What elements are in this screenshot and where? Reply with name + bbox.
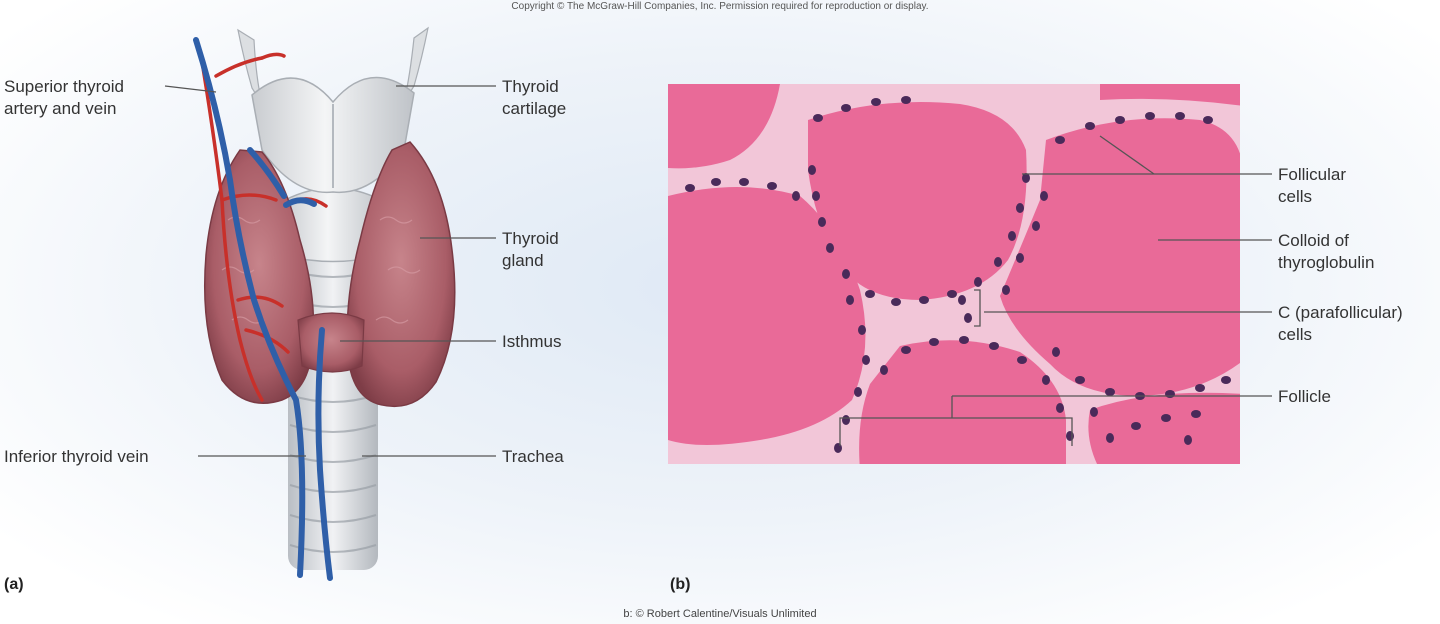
label-line: Thyroid <box>502 229 559 248</box>
label-follicular-cells: Follicular cells <box>1278 164 1346 208</box>
label-line: thyroglobulin <box>1278 253 1375 272</box>
colloid-follicles <box>668 84 1240 464</box>
label-c-parafollicular-cells: C (parafollicular) cells <box>1278 302 1403 346</box>
label-line: Thyroid <box>502 77 559 96</box>
thyroid-gland-shape <box>204 141 456 408</box>
photo-credit: b: © Robert Calentine/Visuals Unlimited <box>623 608 817 620</box>
panel-b-letter: (b) <box>670 576 691 593</box>
label-line: Superior thyroid <box>4 77 125 96</box>
label-thyroid-gland: Thyroid gland <box>502 228 559 272</box>
thyroid-cartilage-shape <box>237 26 429 194</box>
label-line: C (parafollicular) <box>1278 303 1403 322</box>
label-line: cells <box>1278 325 1313 344</box>
leader-lines <box>164 85 1272 457</box>
label-trachea: Trachea <box>502 447 564 466</box>
label-follicle: Follicle <box>1278 387 1331 406</box>
label-line: cartilage <box>502 99 567 118</box>
copyright-notice: Copyright © The McGraw-Hill Companies, I… <box>511 1 929 12</box>
label-line: artery and vein <box>4 99 117 118</box>
label-line: Colloid of <box>1278 231 1349 250</box>
label-colloid: Colloid of thyroglobulin <box>1278 230 1374 274</box>
label-line: cells <box>1278 187 1313 206</box>
panel-a-letter: (a) <box>4 576 24 593</box>
label-inferior-thyroid-vein: Inferior thyroid vein <box>4 447 149 466</box>
label-thyroid-cartilage: Thyroid cartilage <box>502 76 566 120</box>
label-line: Follicular <box>1278 165 1347 184</box>
thyroid-veins-shape <box>193 37 333 581</box>
label-line: gland <box>502 251 544 270</box>
label-isthmus: Isthmus <box>502 332 562 351</box>
label-superior-thyroid-artery-vein: Superior thyroid artery and vein <box>4 76 124 120</box>
histology-micrograph <box>668 84 1240 464</box>
thyroid-illustration <box>193 26 456 581</box>
